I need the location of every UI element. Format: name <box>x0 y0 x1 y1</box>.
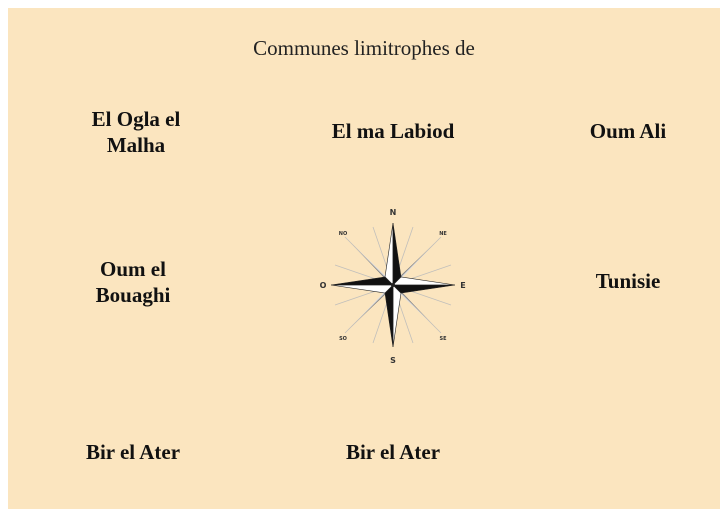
compass-label-s: S <box>390 356 396 365</box>
compass-label-n: N <box>390 208 397 217</box>
compass-label-ne: NE <box>439 231 447 237</box>
commune-west: Oum el Bouaghi <box>95 257 171 307</box>
compass-label-w: O <box>320 281 327 290</box>
compass-label-se: SE <box>439 336 447 342</box>
neighboring-communes-box: Communes limitrophes de El Ogla el Malha… <box>8 8 720 509</box>
compass-label-nw: NO <box>339 231 347 237</box>
compass-rose-icon: N S E O NE NO SE SO <box>320 208 466 365</box>
compass-label-e: E <box>460 281 465 290</box>
commune-north-east: Oum Ali <box>589 119 667 143</box>
commune-north: El ma Labiod <box>331 119 455 143</box>
commune-north-west: El Ogla el Malha <box>91 107 181 157</box>
box-caption: Communes limitrophes de <box>253 36 475 60</box>
commune-south-west: Bir el Ater <box>85 440 181 464</box>
commune-south: Bir el Ater <box>345 440 441 464</box>
compass-label-sw: SO <box>339 336 347 342</box>
commune-east: Tunisie <box>595 269 661 293</box>
